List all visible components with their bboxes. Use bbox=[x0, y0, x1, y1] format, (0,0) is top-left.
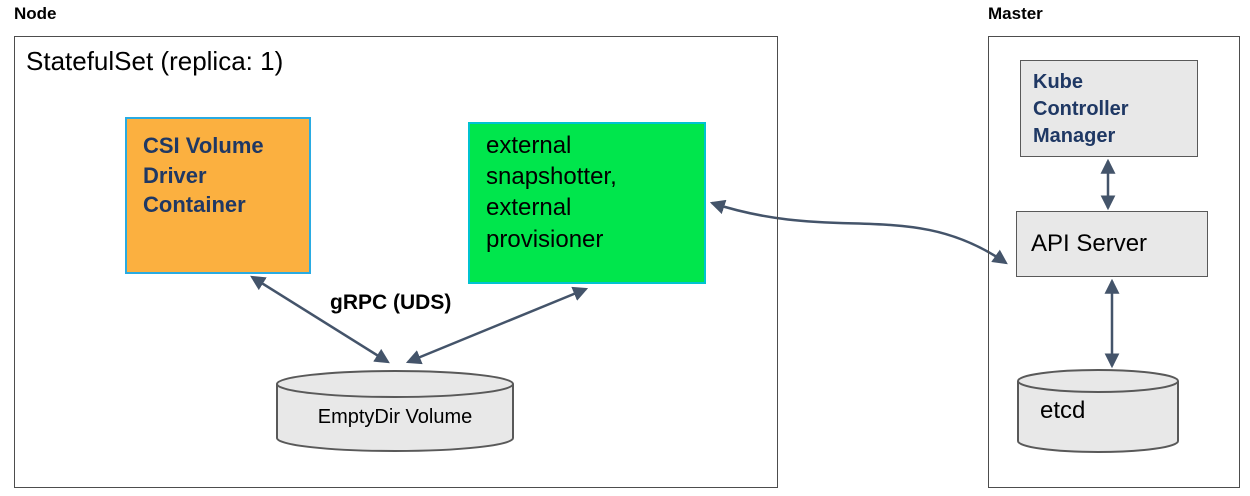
grpc-uds-label: gRPC (UDS) bbox=[330, 291, 452, 314]
emptydir-cylinder-label: EmptyDir Volume bbox=[317, 406, 473, 428]
node-section-label: Node bbox=[14, 4, 57, 23]
external-sidecars-box: external snapshotter, external provision… bbox=[468, 122, 706, 284]
master-section-label: Master bbox=[988, 4, 1043, 23]
etcd-cylinder-label: etcd bbox=[1040, 397, 1086, 424]
statefulset-title: StatefulSet (replica: 1) bbox=[26, 46, 284, 76]
kube-controller-manager-box: Kube Controller Manager bbox=[1020, 60, 1198, 157]
api-server-box: API Server bbox=[1016, 211, 1208, 277]
csi-volume-driver-box: CSI Volume Driver Container bbox=[125, 117, 311, 274]
